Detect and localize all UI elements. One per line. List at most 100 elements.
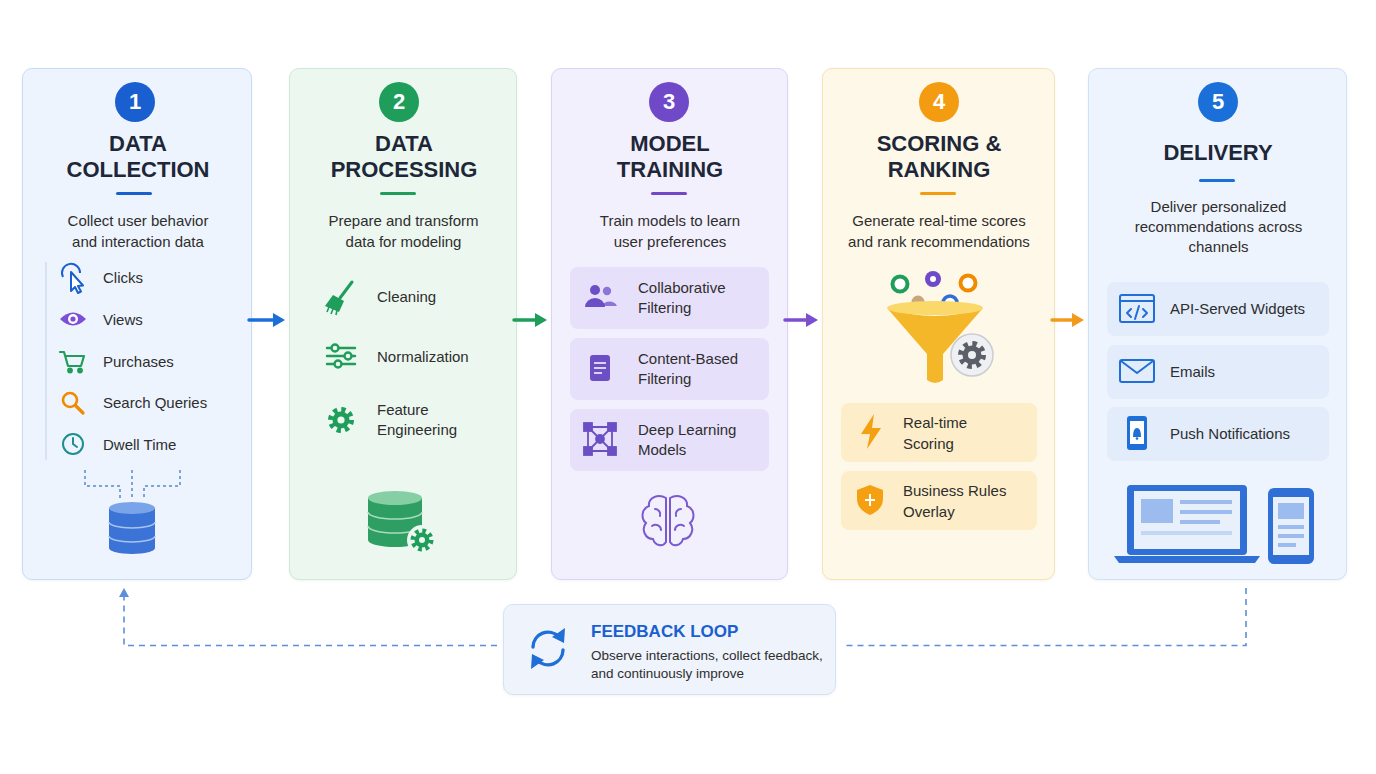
connector-line <box>124 595 497 646</box>
stage-panel: DATA COLLECTION Collect user behavior and… <box>22 68 252 580</box>
scoring-box: Business Rules Overlay <box>841 471 1037 530</box>
box-label: Business Rules Overlay <box>903 480 1011 522</box>
box-label: Emails <box>1170 362 1325 382</box>
model-box: Collaborative Filtering <box>570 267 769 329</box>
bolt-icon <box>861 414 881 449</box>
stage-description: Deliver personalized recommendations acr… <box>1126 197 1311 257</box>
stage-panel: SCORING & RANKING Generate real-time scor… <box>822 68 1055 580</box>
box-label: Content-Based Filtering <box>638 349 753 389</box>
scoring-box: Real-time Scoring <box>841 403 1037 462</box>
stage-title: MODEL TRAINING <box>585 131 755 183</box>
feedback-connector <box>842 588 1246 646</box>
flow-arrow <box>514 313 547 327</box>
document-icon <box>590 355 610 381</box>
search-icon <box>63 393 83 413</box>
stage-description: Prepare and transform data for modeling <box>321 210 486 252</box>
step-number: 2 <box>379 89 419 115</box>
brain-icon <box>643 496 694 545</box>
arrow-head <box>119 588 129 597</box>
list-rail <box>45 262 47 460</box>
feeder-lines <box>85 470 180 500</box>
stage-description: Generate real-time scores and rank recom… <box>844 210 1034 252</box>
connector-line <box>785 318 808 322</box>
connector-line <box>514 318 537 322</box>
title-underline <box>651 192 687 195</box>
item-label: Dwell Time <box>103 435 243 455</box>
item-label: Search Queries <box>103 393 243 413</box>
item-label: Purchases <box>103 352 243 372</box>
database-gear-icon <box>368 491 437 555</box>
step-badge: 3 <box>649 82 689 122</box>
step-badge: 2 <box>379 82 419 122</box>
feedback-box: FEEDBACK LOOPObserve interactions, colle… <box>503 604 836 695</box>
item-label: Clicks <box>103 268 243 288</box>
badge-circle-shape <box>115 82 155 122</box>
stage-title: DELIVERY <box>1133 140 1303 166</box>
title-underline <box>116 192 152 195</box>
gear-icon <box>331 410 351 430</box>
badge-circle-shape <box>649 82 689 122</box>
channel-box: Push Notifications <box>1107 407 1329 461</box>
title-underline <box>1199 179 1235 182</box>
database-icon <box>109 502 155 554</box>
phone-bell-icon <box>1127 416 1147 450</box>
cart-icon <box>60 352 84 372</box>
arrow-head <box>273 313 285 327</box>
broom-icon <box>325 282 352 315</box>
step-badge: 1 <box>115 82 155 122</box>
shield-icon <box>857 485 883 515</box>
model-box: Deep Learning Models <box>570 409 769 471</box>
click-icon <box>62 264 83 293</box>
step-number: 5 <box>1198 89 1238 115</box>
network-icon <box>584 423 616 455</box>
badge-circle-shape <box>379 82 419 122</box>
stage-title: DATA PROCESSING <box>319 131 489 183</box>
arrow-head <box>1072 313 1084 327</box>
model-box: Content-Based Filtering <box>570 338 769 400</box>
step-number: 1 <box>115 89 155 115</box>
connector-line <box>1052 318 1074 322</box>
box-label: Real-time Scoring <box>903 412 1011 454</box>
step-number: 3 <box>649 89 689 115</box>
sliders-icon <box>327 345 355 368</box>
eye-icon <box>60 313 86 326</box>
step-badge: 5 <box>1198 82 1238 122</box>
badge-circle-shape <box>919 82 959 122</box>
envelope-icon <box>1120 360 1154 382</box>
connector-line <box>842 588 1246 646</box>
stage-description: Collect user behavior and interaction da… <box>58 210 218 252</box>
stage-panel: DATA PROCESSING Prepare and transform dat… <box>289 68 517 580</box>
box-label: API-Served Widgets <box>1170 299 1325 319</box>
item-label: Normalization <box>377 347 482 367</box>
clock-icon <box>63 434 83 454</box>
title-underline <box>380 192 416 195</box>
step-badge: 4 <box>919 82 959 122</box>
stage-title: DATA COLLECTION <box>53 131 223 183</box>
stage-description: Train models to learn user preferences <box>590 210 750 252</box>
feedback-description: Observe interactions, collect feedback, … <box>591 647 831 683</box>
sync-icon <box>531 628 565 669</box>
flow-arrow <box>785 313 818 327</box>
channel-box: API-Served Widgets <box>1107 282 1329 336</box>
channel-box: Emails <box>1107 345 1329 399</box>
box-label: Deep Learning Models <box>638 420 753 460</box>
box-label: Push Notifications <box>1170 424 1325 444</box>
step-number: 4 <box>919 89 959 115</box>
code-window-icon <box>1120 295 1154 322</box>
arrow-head <box>806 313 818 327</box>
item-label: Feature Engineering <box>377 400 482 440</box>
box-label: Collaborative Filtering <box>638 278 753 318</box>
flow-arrow <box>249 313 285 327</box>
flow-arrow <box>1052 313 1084 327</box>
devices-illustration <box>1114 485 1314 564</box>
item-label: Cleaning <box>377 287 482 307</box>
stage-panel: MODEL TRAINING Train models to learn user… <box>551 68 788 580</box>
stage-panel: DELIVERY Deliver personalized recommendat… <box>1088 68 1347 580</box>
badge-circle-shape <box>1198 82 1238 122</box>
arrow-head <box>535 313 547 327</box>
funnel-illustration <box>887 271 993 383</box>
feedback-connector <box>119 588 497 646</box>
people-icon <box>585 285 617 307</box>
stage-title: SCORING & RANKING <box>854 131 1024 183</box>
